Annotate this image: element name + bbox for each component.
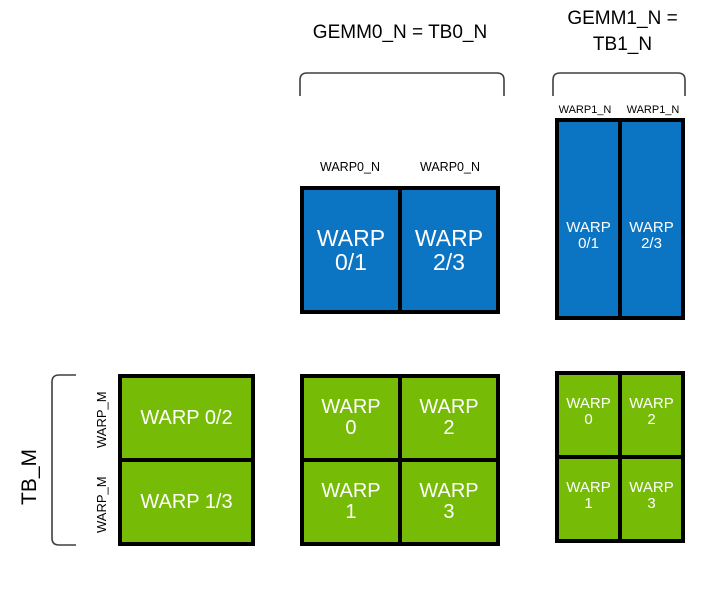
warp-m-label-top: WARP_M bbox=[94, 391, 109, 448]
cell-divider bbox=[618, 375, 622, 455]
gemm1-brace-icon bbox=[552, 72, 686, 96]
green-cell-warp-1-3[interactable]: WARP 1/3 bbox=[122, 462, 251, 542]
cell-divider bbox=[398, 378, 402, 458]
green-group-2x2-narrow[interactable]: WARP 0 WARP 2 WARP 1 WARP 3 bbox=[555, 371, 685, 543]
green-row-top: WARP 0 WARP 2 bbox=[304, 378, 496, 458]
green-narrow-cell-warp-3[interactable]: WARP 3 bbox=[622, 459, 681, 539]
gemm0-title: GEMM0_N = TB0_N bbox=[312, 22, 488, 43]
cell-divider bbox=[398, 462, 402, 542]
tb-m-label: TB_M bbox=[18, 448, 41, 505]
tb-m-brace-icon bbox=[51, 374, 76, 546]
cell-divider bbox=[398, 190, 402, 310]
cell-divider bbox=[304, 458, 496, 462]
green-row-bottom-narrow: WARP 1 WARP 3 bbox=[559, 459, 681, 539]
warp-m-label-bottom: WARP_M bbox=[94, 476, 109, 533]
green-cell-warp-1[interactable]: WARP 1 bbox=[304, 462, 398, 542]
green-narrow-cell-warp-0[interactable]: WARP 0 bbox=[559, 375, 618, 455]
warp1-n-label-left: WARP1_N bbox=[558, 104, 612, 116]
green-cell-warp-0[interactable]: WARP 0 bbox=[304, 378, 398, 458]
cell-divider bbox=[122, 458, 251, 462]
gemm0-brace-icon bbox=[299, 72, 505, 96]
green-group-2x2-wide[interactable]: WARP 0 WARP 2 WARP 1 WARP 3 bbox=[300, 374, 500, 546]
blue-group-gemm0[interactable]: WARP 0/1 WARP 2/3 bbox=[300, 186, 500, 314]
blue-narrow-cell-warp-2-3[interactable]: WARP 2/3 bbox=[622, 122, 681, 316]
green-narrow-cell-warp-2[interactable]: WARP 2 bbox=[622, 375, 681, 455]
blue-cell-warp-0-1[interactable]: WARP 0/1 bbox=[304, 190, 398, 310]
warp0-n-label-left: WARP0_N bbox=[320, 160, 380, 174]
cell-divider bbox=[618, 122, 622, 316]
green-row-bottom: WARP 1 WARP 3 bbox=[304, 462, 496, 542]
blue-narrow-cell-warp-0-1[interactable]: WARP 0/1 bbox=[559, 122, 618, 316]
green-narrow-cell-warp-1[interactable]: WARP 1 bbox=[559, 459, 618, 539]
green-cell-warp-2[interactable]: WARP 2 bbox=[402, 378, 496, 458]
cell-divider bbox=[618, 459, 622, 539]
warp0-n-label-right: WARP0_N bbox=[420, 160, 480, 174]
warp1-n-label-right: WARP1_N bbox=[626, 104, 680, 116]
green-cell-warp-3[interactable]: WARP 3 bbox=[402, 462, 496, 542]
green-row-top-narrow: WARP 0 WARP 2 bbox=[559, 375, 681, 455]
blue-group-gemm1[interactable]: WARP 0/1 WARP 2/3 bbox=[555, 118, 685, 320]
cell-divider bbox=[559, 455, 681, 459]
blue-cell-warp-2-3[interactable]: WARP 2/3 bbox=[402, 190, 496, 310]
gemm1-title: GEMM1_N = TB1_N bbox=[567, 8, 678, 55]
green-group-tbm[interactable]: WARP 0/2 WARP 1/3 bbox=[118, 374, 255, 546]
green-cell-warp-0-2[interactable]: WARP 0/2 bbox=[122, 378, 251, 458]
